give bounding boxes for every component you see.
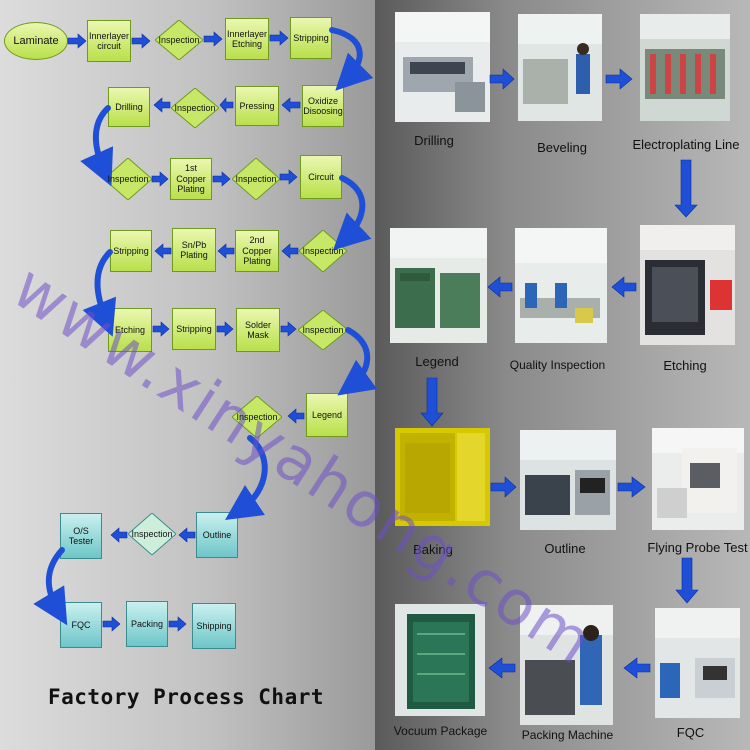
circuit-node: Circuit [300,155,342,199]
arrow-right [151,171,169,187]
beveling-photo [518,14,602,121]
inspection-node-4-label: Inspection [235,173,277,184]
inspection-node-5-label: Inspection [302,245,344,256]
arrow-left [110,527,128,543]
arrow-left [281,97,301,113]
legend-node: Legend [306,393,348,437]
curve-arrow [332,175,372,251]
photo-arrow-left [623,657,651,679]
arrow-right [269,30,289,46]
arrow-right [203,31,223,47]
legend-photo [390,228,487,343]
arrow-right [168,616,187,632]
arrow-right [131,33,151,49]
curve-arrow [82,249,117,337]
inspection-node-6-label: Inspection [302,324,344,335]
shipping-node: Shipping [192,603,236,649]
curve-arrow [337,327,378,396]
photo-arrow-down [420,377,444,427]
vacuum-package-caption: Vocuum Package [393,724,488,738]
arrow-left [217,243,235,259]
inspection-node-7: Inspection [232,396,282,438]
arrow-right [67,33,87,49]
photo-arrow-right [489,68,515,90]
pressing-node: Pressing [235,86,279,126]
inspection-node-1: Inspection [155,20,203,60]
arrow-right [279,169,298,185]
stripping-node-2: Stripping [110,230,152,272]
inspection-node-8-label: Inspection [131,528,173,539]
quality-inspection-caption: Quality Inspection [509,358,606,372]
photo-arrow-right [605,68,633,90]
packing-machine-photo [520,605,613,725]
arrow-left [178,527,196,543]
packing-machine-caption: Packing Machine [521,728,614,742]
oxidize-node: Oxidize Disoosing [302,85,344,127]
second-copper-plating-node: 2nd Copper Plating [235,230,279,272]
first-copper-plating-node: 1st Copper Plating [170,158,212,200]
etching-caption: Etching [663,358,707,373]
inspection-node-3-label: Inspection [107,173,149,184]
fqc-caption: FQC [676,725,705,740]
solder-mask-node: Solder Mask [236,308,280,352]
os-tester-node: O/S Tester [60,513,102,559]
photo-arrow-down [674,159,698,218]
arrow-left [154,243,172,259]
photo-arrow-left [488,657,516,679]
inspection-node-6: Inspection [298,310,348,350]
arrow-left [287,408,305,424]
beveling-caption: Beveling [537,140,587,155]
baking-caption: Baking [413,542,453,557]
flying-probe-photo [652,428,744,530]
legend-caption: Legend [415,354,459,369]
outline-caption: Outline [544,541,586,556]
curve-arrow [80,105,114,187]
curve-arrow [329,27,374,91]
packing-node: Packing [126,601,168,647]
arrow-left [219,97,234,113]
arrow-right [216,321,234,337]
curve-arrow [225,435,268,520]
electroplating-caption: Electroplating Line [632,137,740,152]
drilling-caption: Drilling [414,133,454,148]
electroplating-photo [640,14,730,121]
etching-photo [640,225,735,345]
photo-arrow-left [611,276,637,298]
inspection-node-1-label: Inspection [158,34,200,45]
fqc-photo [655,608,740,718]
laminate-node: Laminate [4,22,68,60]
arrow-right [212,171,231,187]
outline-photo [520,430,616,530]
innerlayer-circuit-node: Innerlayer circuit [87,20,131,62]
drilling-photo [395,12,490,122]
flying-probe-caption: Flying Probe Test [647,540,748,555]
baking-photo [395,428,490,526]
photo-arrow-right [617,476,646,498]
inspection-node-2: Inspection [171,88,219,128]
inspection-node-4: Inspection [232,158,280,200]
vacuum-package-photo [395,604,485,716]
chart-title: Factory Process Chart [48,685,325,709]
quality-inspection-photo [515,228,607,343]
sn-pb-plating-node: Sn/Pb Plating [172,228,216,272]
arrow-left [281,243,299,259]
inspection-node-7-label: Inspection [236,411,278,422]
curve-arrow [33,547,68,626]
arrow-right [280,321,297,337]
arrow-right [102,616,121,632]
arrow-right [152,321,170,337]
inspection-node-8: Inspection [128,513,176,555]
innerlayer-etching-node: Innerlayer Etching [225,18,269,60]
photo-arrow-left [487,276,513,298]
photo-arrow-down [675,557,699,604]
stripping-node-1: Stripping [290,17,332,59]
stripping-node-3: Stripping [172,308,216,350]
photo-arrow-right [490,476,517,498]
inspection-node-2-label: Inspection [174,102,216,113]
arrow-left [153,97,171,113]
